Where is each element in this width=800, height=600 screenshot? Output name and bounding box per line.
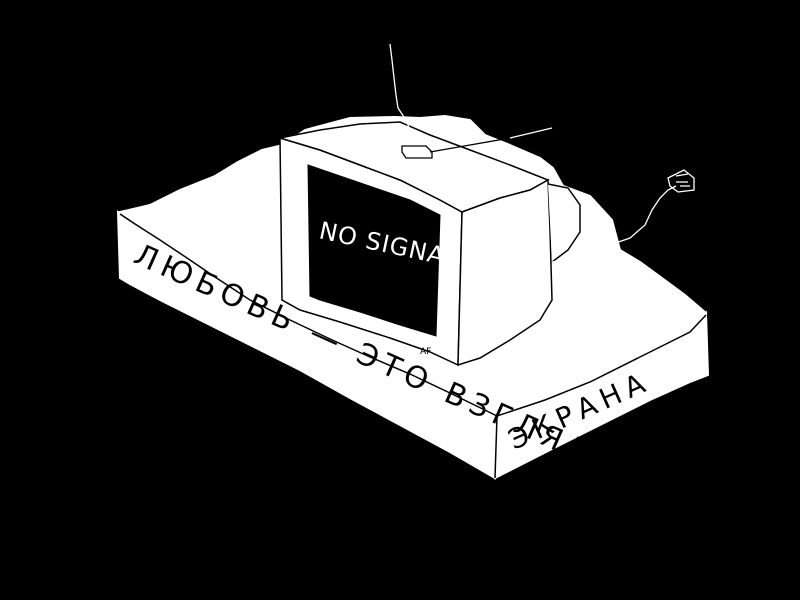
power-cable bbox=[551, 185, 677, 263]
antenna-wire bbox=[389, 43, 415, 143]
antenna-plug-icon bbox=[401, 145, 433, 159]
power-plug-icon bbox=[667, 169, 695, 193]
cable-line-outside bbox=[509, 127, 553, 139]
tv-screen bbox=[307, 164, 441, 337]
pedestal-edge-lines bbox=[119, 213, 707, 479]
pedestal-front-face bbox=[493, 310, 710, 480]
cable-line bbox=[429, 137, 511, 153]
tv-side-face bbox=[457, 178, 553, 367]
tv-rear-bulge bbox=[547, 183, 581, 263]
artist-initials: AF bbox=[420, 347, 431, 357]
